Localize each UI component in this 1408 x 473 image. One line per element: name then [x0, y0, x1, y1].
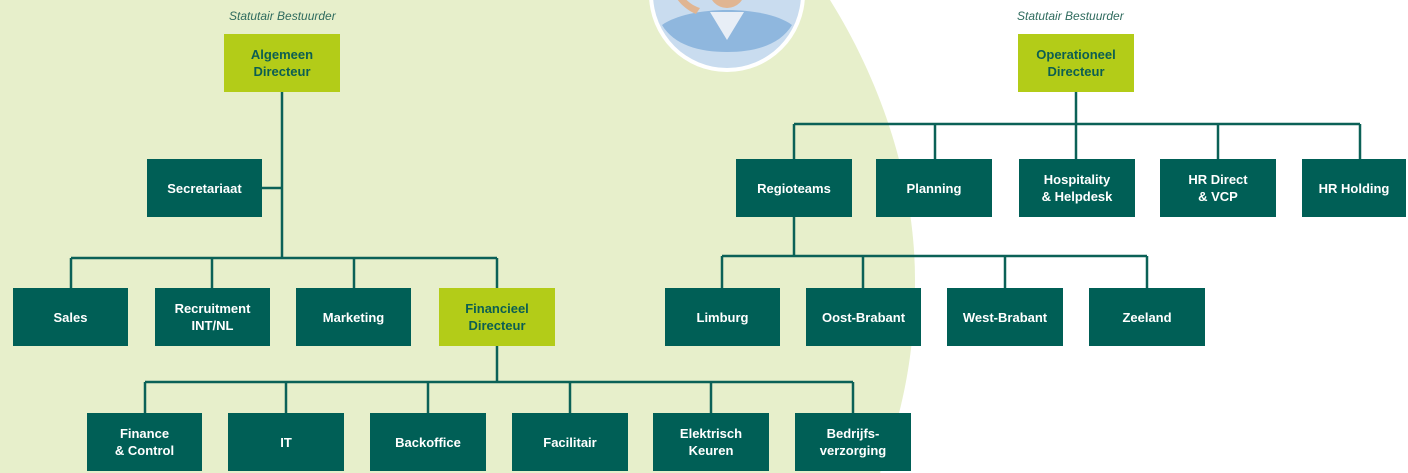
it-box: IT [228, 413, 344, 471]
planning-box: Planning [876, 159, 992, 217]
recruitment-box: Recruitment INT/NL [155, 288, 270, 346]
algemeen-directeur-box: Algemeen Directeur [224, 34, 340, 92]
elektrisch-keuren-box: Elektrisch Keuren [653, 413, 769, 471]
portrait-photo [649, 0, 805, 72]
backoffice-box: Backoffice [370, 413, 486, 471]
bedrijfsverzorging-box: Bedrijfs- verzorging [795, 413, 911, 471]
facilitair-box: Facilitair [512, 413, 628, 471]
finance-control-box: Finance & Control [87, 413, 202, 471]
right-caption: Statutair Bestuurder [1017, 9, 1124, 23]
secretariaat-box: Secretariaat [147, 159, 262, 217]
financieel-directeur-box: Financieel Directeur [439, 288, 555, 346]
hr-holding-box: HR Holding [1302, 159, 1406, 217]
west-brabant-box: West-Brabant [947, 288, 1063, 346]
sales-box: Sales [13, 288, 128, 346]
left-caption: Statutair Bestuurder [229, 9, 336, 23]
hr-direct-vcp-box: HR Direct & VCP [1160, 159, 1276, 217]
regioteams-box: Regioteams [736, 159, 852, 217]
operationeel-directeur-box: Operationeel Directeur [1018, 34, 1134, 92]
limburg-box: Limburg [665, 288, 780, 346]
oost-brabant-box: Oost-Brabant [806, 288, 921, 346]
background-shape [0, 0, 915, 473]
marketing-box: Marketing [296, 288, 411, 346]
zeeland-box: Zeeland [1089, 288, 1205, 346]
hospitality-helpdesk-box: Hospitality & Helpdesk [1019, 159, 1135, 217]
